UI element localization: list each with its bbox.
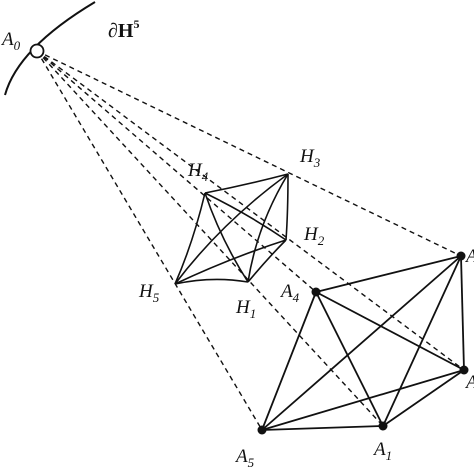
label-a0: A0 [0,29,21,53]
vertex-a2 [459,365,469,375]
h-edge-5-2 [174,239,287,285]
ray-a5 [36,50,263,431]
label-h4: H4 [187,160,209,184]
a-edge-3-2 [460,255,465,371]
vertex-a3 [456,251,466,261]
dashed-rays [36,50,465,431]
label-h3: H3 [299,146,321,170]
a-edge-4-2 [315,291,465,371]
label-a3: A [464,246,474,267]
a-vertex-dots [257,251,469,435]
label-a5: A5 [234,446,255,470]
h-edge-3-5 [174,173,289,285]
a-edge-4-5 [261,291,317,431]
a-edge-4-1 [315,291,384,427]
h-simplex [174,173,289,285]
a-edge-3-1 [382,255,462,427]
ray-a1 [36,50,384,427]
a-edge-3-5 [261,255,462,431]
h-edge-4-3 [204,173,289,194]
a-edge-5-1 [261,425,384,431]
ray-a2 [36,50,465,371]
a-edge-1-2 [382,369,465,427]
h-edge-4-2 [204,192,287,241]
boundary-label: ∂H5 [108,17,139,42]
vertex-a5 [257,425,267,435]
h-edge-5-4 [174,192,206,285]
label-a2: A [464,372,474,393]
h-edge-4-1 [204,192,249,283]
label-a1: A1 [372,439,392,463]
vertex-a0 [29,43,45,59]
label-h1: H1 [235,297,256,321]
h-edge-1-5 [174,278,249,285]
a-edge-4-3 [315,255,462,293]
a-edge-5-2 [261,369,465,431]
h-edge-3-2 [285,173,289,241]
ray-a3 [36,50,462,257]
h-edge-3-1 [247,173,289,283]
h-edge-2-1 [247,239,287,283]
label-h5: H5 [138,281,160,305]
a-simplex [261,255,465,431]
label-a4: A4 [279,281,300,305]
vertex-a4 [311,287,321,297]
label-h2: H2 [303,224,325,248]
vertex-a1 [378,421,388,431]
ray-a4 [36,50,317,293]
